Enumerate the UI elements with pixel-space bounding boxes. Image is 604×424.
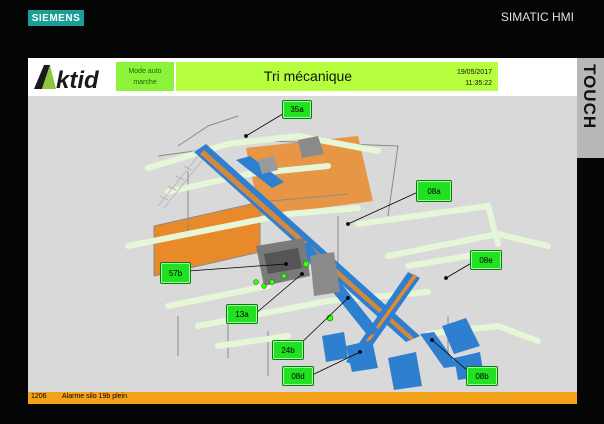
alarm-id: 1206 — [31, 393, 47, 400]
touch-label: TOUCH — [580, 64, 599, 130]
siemens-logo: SIEMENS — [28, 10, 84, 26]
header-bar: ktid Mode auto marche Tri mécanique 19/0… — [28, 58, 577, 96]
tag-08e[interactable]: 08e — [470, 250, 502, 270]
tag-57b[interactable]: 57b — [160, 262, 191, 284]
mode-button[interactable]: Mode auto marche — [116, 62, 174, 91]
aktid-logo: ktid — [34, 65, 100, 93]
page-title: Tri mécanique — [263, 68, 353, 84]
callout-leaders — [187, 111, 481, 377]
catwalks — [125, 132, 551, 349]
mode-line2: marche — [133, 78, 157, 86]
hmi-screen: ktid Mode auto marche Tri mécanique 19/0… — [28, 58, 577, 404]
stairs — [157, 155, 205, 209]
silo-panels — [154, 136, 373, 276]
time-text: 11:35:22 — [465, 80, 492, 87]
svg-text:ktid: ktid — [56, 67, 100, 93]
header-right-area — [498, 58, 577, 96]
datetime-display: 19/05/2017 11:35:22 — [457, 67, 492, 89]
mode-line1: Mode auto — [128, 67, 162, 75]
tag-08b[interactable]: 08b — [466, 366, 498, 386]
tag-08a[interactable]: 08a — [416, 180, 452, 202]
touch-strip: TOUCH — [577, 58, 604, 158]
title-bar: Tri mécanique 19/05/2017 11:35:22 — [176, 62, 498, 91]
device-model-label: SIMATIC HMI — [500, 10, 574, 24]
alarm-message: Alarme silo 19b plein — [62, 393, 127, 400]
tag-35a[interactable]: 35a — [282, 100, 312, 119]
tag-24b[interactable]: 24b — [272, 340, 304, 360]
sensor-dots — [253, 260, 334, 322]
machines — [256, 136, 340, 296]
sorting-plant-diagram — [125, 111, 551, 390]
date-text: 19/05/2017 — [456, 69, 492, 76]
tag-13a[interactable]: 13a — [226, 304, 258, 324]
alarm-status-bar[interactable]: 1206 Alarme silo 19b plein — [28, 392, 577, 404]
tag-08d[interactable]: 08d — [282, 366, 314, 386]
